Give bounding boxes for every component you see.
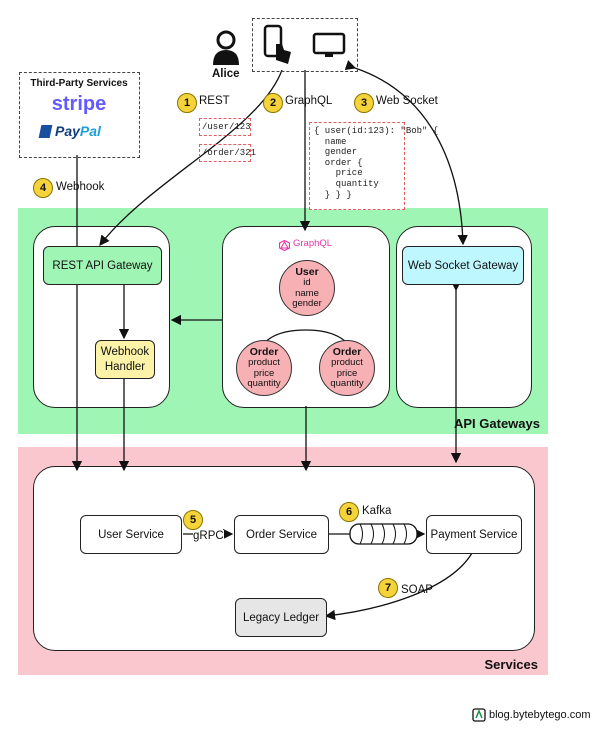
rest-path-user: /user/123 <box>199 118 251 136</box>
graphql-query: { user(id:123): "Bob" { name gender orde… <box>309 122 438 210</box>
graphql-logo-text: GraphQL <box>293 238 333 249</box>
stripe-logo: stripe <box>51 93 107 115</box>
client-devices-box <box>252 18 358 72</box>
step-3-badge: 3 <box>354 93 374 113</box>
rest-arrow <box>99 69 283 247</box>
bytebytego-logo-icon <box>472 708 486 722</box>
user-icon <box>210 30 242 66</box>
step-2-label: GraphQL <box>285 95 333 107</box>
user-service: User Service <box>80 515 182 554</box>
websocket-gateway: Web Socket Gateway <box>402 246 524 285</box>
step-5-badge: 5 <box>183 510 203 530</box>
graphql-logo-icon <box>278 238 291 252</box>
third-party-box <box>19 72 140 158</box>
step-2-badge: 2 <box>263 93 283 113</box>
step-7-label: SOAP <box>401 584 433 596</box>
mobile-phone-icon <box>262 24 294 66</box>
order-service: Order Service <box>234 515 329 554</box>
step-1-badge: 1 <box>177 93 197 113</box>
rest-api-gateway: REST API Gateway <box>43 246 162 285</box>
payment-service: Payment Service <box>426 515 522 554</box>
step-4-badge: 4 <box>33 178 53 198</box>
step-3-label: Web Socket <box>376 95 438 107</box>
credit-text: blog.bytebytego.com <box>489 709 591 721</box>
step-5-label: gRPC <box>193 530 224 542</box>
third-party-title: Third-Party Services <box>30 78 128 89</box>
rest-path-order: /order/321 <box>199 144 256 162</box>
step-7-badge: 7 <box>378 578 398 598</box>
paypal-icon <box>38 125 53 138</box>
services-label: Services <box>484 657 539 672</box>
desktop-monitor-icon <box>312 32 346 60</box>
api-gateways-label: API Gateways <box>454 416 540 431</box>
step-6-label: Kafka <box>362 505 392 517</box>
step-4-label: Webhook <box>56 181 105 193</box>
legacy-ledger: Legacy Ledger <box>235 598 327 637</box>
paypal-logo: PayPal <box>38 123 140 139</box>
step-6-badge: 6 <box>339 502 359 522</box>
websocket-arrow <box>344 60 468 246</box>
actor-name: Alice <box>212 68 240 80</box>
step-1-label: REST <box>199 95 230 107</box>
